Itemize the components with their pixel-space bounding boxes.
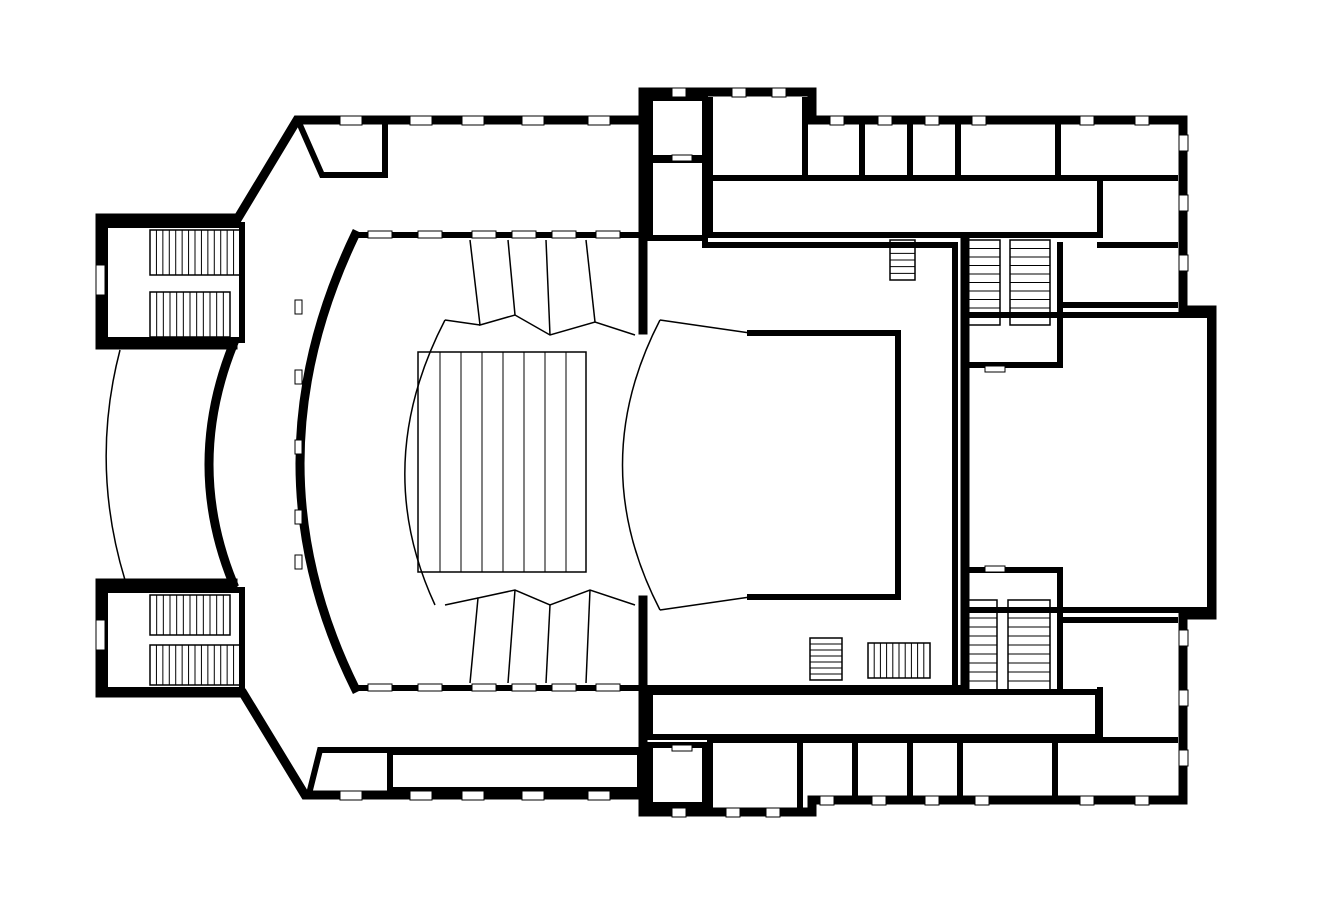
window-opening [461,790,485,801]
window-opening [771,87,787,98]
window-opening [294,299,303,315]
window-opening [95,264,106,296]
window-opening [671,87,687,98]
window-opening [984,365,1006,373]
window-opening [409,790,433,801]
window-opening [471,230,497,239]
window-opening [294,369,303,385]
window-opening [471,683,497,692]
window-opening [294,439,303,455]
window-opening [819,795,835,806]
window-opening [294,509,303,525]
window-opening [417,683,443,692]
window-opening [367,230,393,239]
window-opening [294,554,303,570]
window-opening [1079,115,1095,126]
auditorium [295,115,648,800]
window-opening [339,115,363,126]
window-opening [765,807,781,818]
window-opening [461,115,485,126]
stairs [149,229,1051,691]
window-opening [1134,115,1150,126]
window-opening [339,790,363,801]
window-opening [595,230,621,239]
window-opening [587,790,611,801]
window-opening [877,115,893,126]
window-opening [521,790,545,801]
stair-flight [809,637,843,681]
window-opening [974,795,990,806]
window-opening [1178,134,1189,152]
window-opening [511,230,537,239]
window-opening [587,115,611,126]
window-opening [671,154,693,162]
window-opening [367,683,393,692]
window-opening [95,619,106,651]
window-opening [871,795,887,806]
window-opening [1178,629,1189,647]
seating-rows [439,352,567,572]
window-opening [924,795,940,806]
window-opening [511,683,537,692]
window-opening [521,115,545,126]
window-opening [595,683,621,692]
window-opening [551,683,577,692]
backstage-rooms [647,95,1213,808]
window-opening [725,807,741,818]
window-opening [1178,194,1189,212]
window-opening [1134,795,1150,806]
window-opening [1178,749,1189,767]
windows [95,87,1189,818]
stage [621,177,970,695]
window-opening [1178,689,1189,707]
outer-walls [95,87,1217,817]
window-opening [1079,795,1095,806]
window-opening [731,87,747,98]
window-opening [671,807,687,818]
window-opening [417,230,443,239]
window-opening [924,115,940,126]
window-opening [671,744,693,752]
window-opening [1178,254,1189,272]
window-opening [551,230,577,239]
window-opening [829,115,845,126]
window-opening [984,565,1006,573]
window-opening [409,115,433,126]
window-opening [971,115,987,126]
